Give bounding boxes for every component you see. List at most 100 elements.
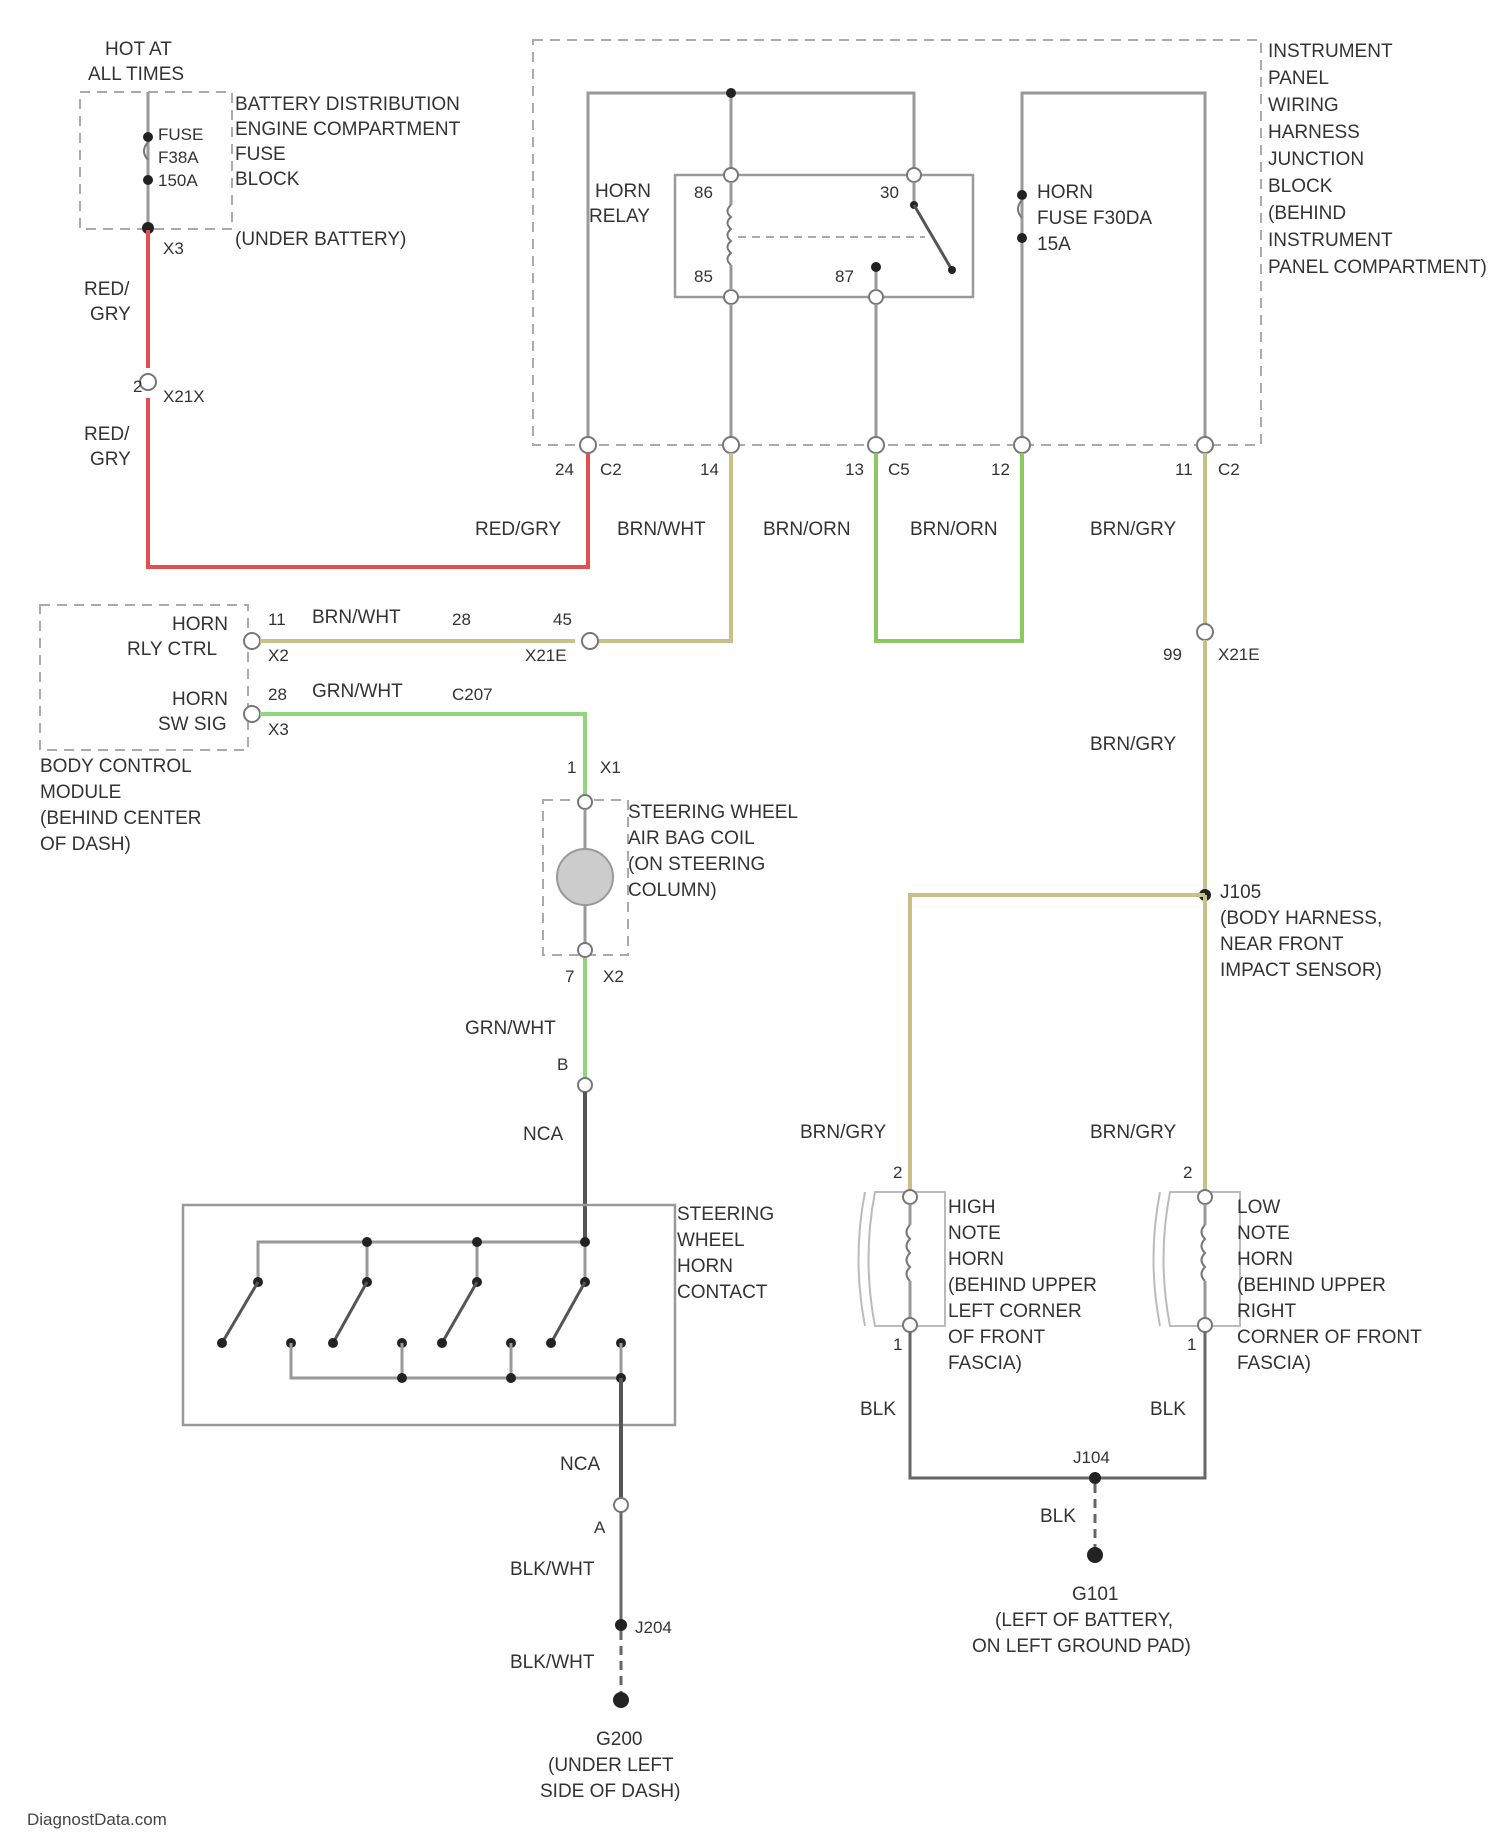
ipjb-pin-11 <box>1197 437 1213 453</box>
brn-gry-label-b: BRN/GRY <box>1090 734 1177 755</box>
red-gry-circuit: 2 X21X RED/ GRY RED/ GRY RED/GRY <box>84 230 588 567</box>
ipjb-label-7: (BEHIND <box>1268 203 1346 224</box>
pin-12-label: 12 <box>991 460 1010 479</box>
bcm-horn-rly-1: HORN <box>172 614 228 635</box>
ipjb-fuse-loop <box>1022 93 1205 440</box>
horn-contact-pin-a <box>614 1498 628 1512</box>
g101-label-1: G101 <box>1072 1584 1118 1605</box>
c207-label: C207 <box>452 685 493 704</box>
g101-ground-circuit: BLK BLK J104 BLK G101 (LEFT OF BATTERY, … <box>860 1332 1205 1657</box>
brn-wht-label-a: BRN/WHT <box>617 519 706 540</box>
brn-gry-label-d: BRN/GRY <box>1090 1122 1177 1143</box>
horn-contact-label-1: STEERING <box>677 1204 774 1225</box>
clockspring-label-2: AIR BAG COIL <box>628 828 755 849</box>
horn-contact-node-4 <box>580 1237 590 1247</box>
x2-label: X2 <box>603 967 624 986</box>
horn-contact-label-3: HORN <box>677 1256 733 1277</box>
horn-fuse-label-2: FUSE F30DA <box>1037 208 1152 229</box>
x2-pin-7-label: 7 <box>565 967 574 986</box>
relay-switch-blade <box>914 205 952 270</box>
clockspring-pin-top <box>578 795 592 809</box>
g200-ground-icon <box>613 1692 629 1708</box>
horn-contact-pin-b <box>578 1078 592 1092</box>
low-horn-label-6: CORNER OF FRONT <box>1237 1327 1422 1348</box>
ipjb-label-3: WIRING <box>1268 95 1339 116</box>
pin-11b-label: 11 <box>268 610 286 629</box>
brn-orn-label-a: BRN/ORN <box>763 519 851 540</box>
switch-1-contact <box>217 1338 227 1348</box>
x21e-right-label: X21E <box>1218 645 1260 664</box>
red-gry-label-b1: RED/ <box>84 424 130 445</box>
horn-feed-circuit: 99 X21E BRN/GRY J105 (BODY HARNESS, NEAR… <box>800 624 1382 1190</box>
ipjb-label-8: INSTRUMENT <box>1268 230 1393 251</box>
horn-contact-node-2 <box>362 1237 372 1247</box>
low-horn-pin-1 <box>1198 1318 1212 1332</box>
pin-b-label: B <box>557 1055 568 1074</box>
ipjb-label-4: HARNESS <box>1268 122 1360 143</box>
bdb-label-1: BATTERY DISTRIBUTION <box>235 94 460 115</box>
ipjb-label-6: BLOCK <box>1268 176 1333 197</box>
horn-fuse-label-1: HORN <box>1037 182 1093 203</box>
relay-coil-symbol <box>728 205 732 265</box>
high-horn-label-3: HORN <box>948 1249 1004 1270</box>
steering-wheel-horn-contact: STEERING WHEEL HORN CONTACT <box>183 1204 774 1425</box>
horn-contact-top-bus <box>258 1242 585 1282</box>
switch-2-contact <box>328 1338 338 1348</box>
relay-pin-30-label: 30 <box>880 183 899 202</box>
g101-label-2: (LEFT OF BATTERY, <box>995 1610 1173 1631</box>
low-horn-label-2: NOTE <box>1237 1223 1290 1244</box>
x21e-connector-pin-45 <box>582 633 598 649</box>
clockspring-coil-icon <box>557 849 613 905</box>
nca-label-a: NCA <box>523 1124 563 1145</box>
low-horn-coil <box>1202 1225 1206 1281</box>
bcm-horn-sw-2: SW SIG <box>158 714 227 735</box>
j105-label-4: IMPACT SENSOR) <box>1220 960 1382 981</box>
red-gry-label-b2: GRY <box>90 449 131 470</box>
ipjb-pin-12 <box>1014 437 1030 453</box>
g200-label-1: G200 <box>596 1729 642 1750</box>
bdb-label-4: BLOCK <box>235 169 300 190</box>
bcm-horn-sw-1: HORN <box>172 689 228 710</box>
low-horn-label-5: RIGHT <box>1237 1301 1297 1322</box>
j104-splice <box>1089 1472 1101 1484</box>
red-gry-label-a2: GRY <box>90 304 131 325</box>
brn-wht-label-b: BRN/WHT <box>312 607 401 628</box>
horn-relay-label-1: HORN <box>595 181 651 202</box>
bdb-label-3: FUSE <box>235 144 286 165</box>
switch-3-blade <box>442 1282 477 1343</box>
ipjb-bus-junction <box>726 88 736 98</box>
fuse-f38a-bottom-terminal <box>143 175 153 185</box>
ipjb-output-wires: BRN/WHT BRN/ORN BRN/ORN BRN/GRY <box>590 453 1205 641</box>
horn-fuse-bottom-terminal <box>1017 233 1027 243</box>
c2-left-label: C2 <box>600 460 622 479</box>
x1-label: X1 <box>600 758 621 777</box>
x3-bcm-label: X3 <box>268 720 289 739</box>
brn-gry-label-c: BRN/GRY <box>800 1122 887 1143</box>
low-horn-label-3: HORN <box>1237 1249 1293 1270</box>
pin-24-label: 24 <box>555 460 574 479</box>
high-horn-pin-1 <box>903 1318 917 1332</box>
ipjb-pin-13 <box>868 437 884 453</box>
x1-pin-1-label: 1 <box>567 758 576 777</box>
fuse-f38a-label-2: F38A <box>158 148 199 167</box>
low-horn-bell-icon <box>1154 1192 1161 1326</box>
blk-wht-label-b: BLK/WHT <box>510 1652 595 1673</box>
high-horn-label-2: NOTE <box>948 1223 1001 1244</box>
clockspring-pin-bottom <box>578 943 592 957</box>
brn-wht-relay-ctrl-wire <box>590 453 731 641</box>
j105-label-2: (BODY HARNESS, <box>1220 908 1382 929</box>
blk-label-b: BLK <box>1150 1399 1186 1420</box>
fuse-f38a-label-1: FUSE <box>158 125 203 144</box>
red-gry-label-c: RED/GRY <box>475 519 562 540</box>
nca-label-b: NCA <box>560 1454 600 1475</box>
bdb-label-2: ENGINE COMPARTMENT <box>235 119 461 140</box>
horn-contact-bottom-node-2 <box>397 1373 407 1383</box>
fuse-f38a-top-terminal <box>143 132 153 142</box>
ipjb-label-9: PANEL COMPARTMENT) <box>1268 257 1487 278</box>
relay-pin-85 <box>724 290 738 304</box>
high-note-horn: 2 1 HIGH NOTE HORN (BEHIND UPPER LEFT CO… <box>859 1163 1097 1374</box>
high-horn-pin-1-label: 1 <box>893 1335 902 1354</box>
x21x-label: X21X <box>163 387 205 406</box>
pin-28b-label: 28 <box>268 685 287 704</box>
